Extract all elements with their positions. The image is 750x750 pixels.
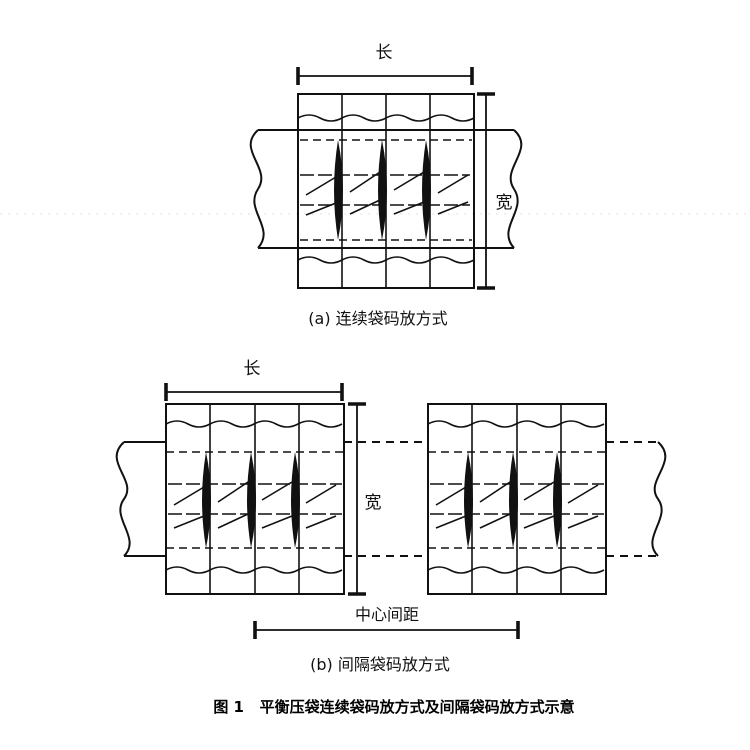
spacing-label-b: 中心间距 <box>355 605 419 624</box>
bag-seams-b-right <box>464 452 562 548</box>
width-label-a: 宽 <box>496 193 513 213</box>
diagram-a: 长 宽 (a) 连续袋码放方式 <box>249 43 523 328</box>
bag-group-b-right <box>427 403 607 595</box>
diagram-b: 长 宽 中心间距 (b) 间隔袋码放方式 <box>115 359 667 674</box>
pipe-b <box>115 441 667 557</box>
caption-a: (a) 连续袋码放方式 <box>308 309 447 328</box>
bag-seams-a <box>334 140 431 240</box>
length-label-a: 长 <box>376 43 393 63</box>
caption-b: (b) 间隔袋码放方式 <box>310 655 450 674</box>
length-label-b: 长 <box>244 359 261 379</box>
bag-seams-b-left <box>202 452 300 548</box>
figure-title: 图 1 平衡压袋连续袋码放方式及间隔袋码放方式示意 <box>213 698 574 716</box>
width-label-b: 宽 <box>365 493 382 513</box>
